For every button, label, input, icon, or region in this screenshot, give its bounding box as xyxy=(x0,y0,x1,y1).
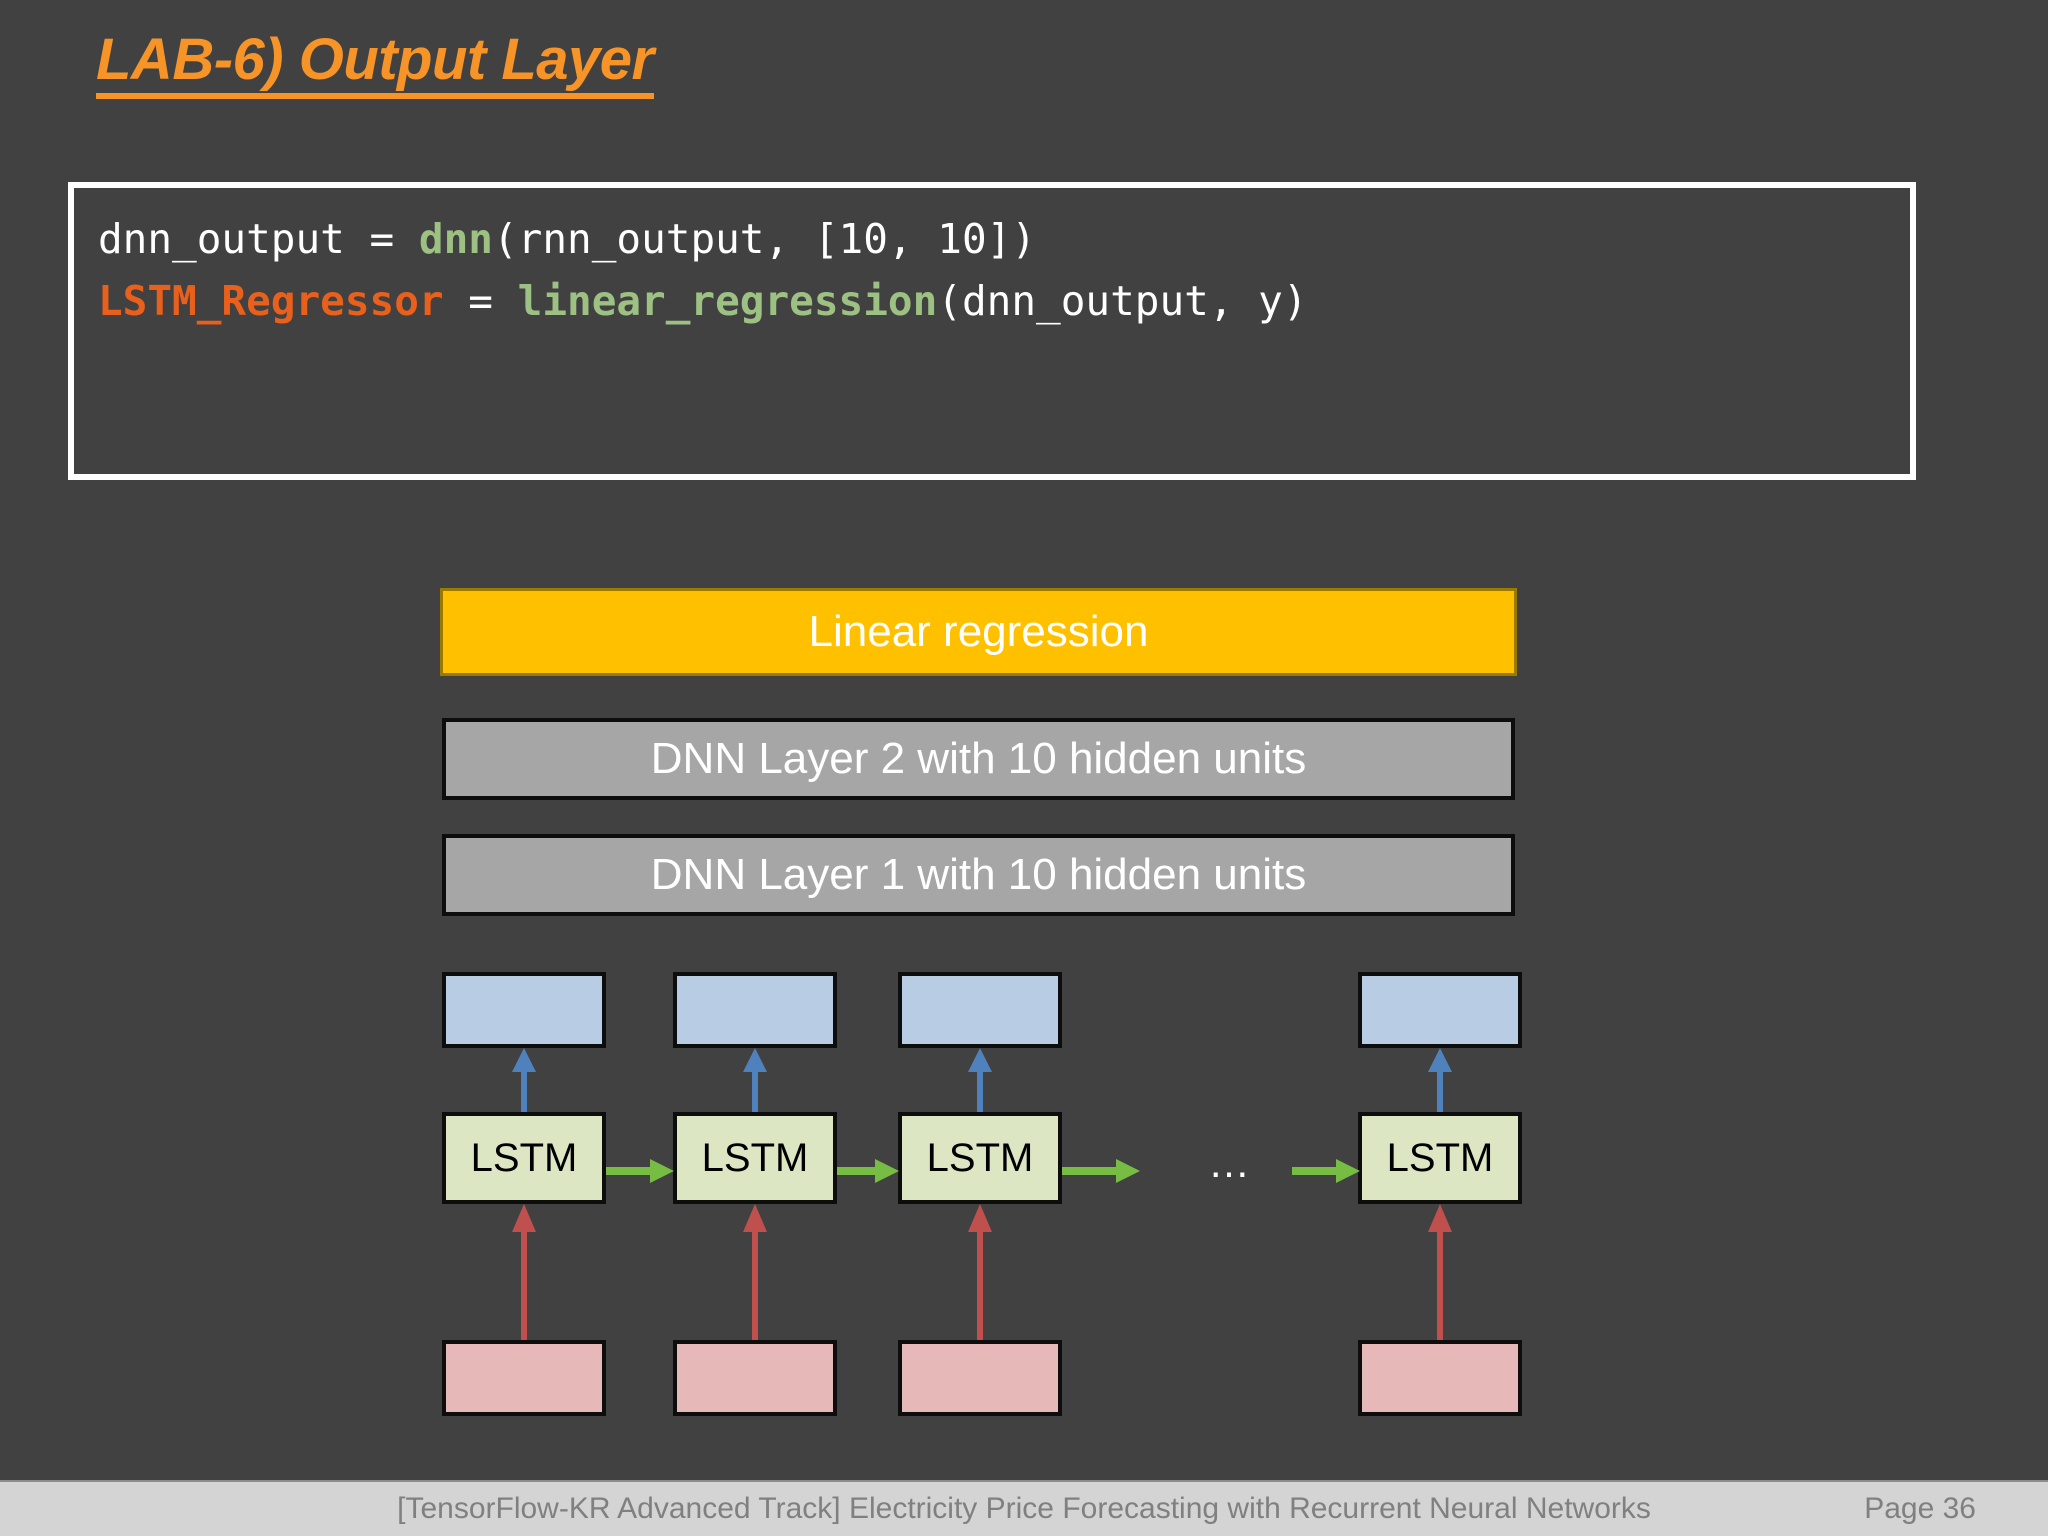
input-box-last xyxy=(1358,1340,1522,1416)
lstm-cell-1: LSTM xyxy=(442,1112,606,1204)
code-token-plain: (dnn_output, y) xyxy=(937,277,1308,325)
output-box-1 xyxy=(442,972,606,1048)
input-box-2 xyxy=(673,1340,837,1416)
output-box-2 xyxy=(673,972,837,1048)
input-arrow-icon-2 xyxy=(743,1204,767,1344)
slide-footer: [TensorFlow-KR Advanced Track] Electrici… xyxy=(0,1480,2048,1536)
input-arrow-icon-1 xyxy=(512,1204,536,1344)
output-box-3 xyxy=(898,972,1062,1048)
band-linear-regression: Linear regression xyxy=(440,588,1517,676)
lstm-cell-last: LSTM xyxy=(1358,1112,1522,1204)
output-arrow-icon-last xyxy=(1428,1048,1452,1116)
input-box-1 xyxy=(442,1340,606,1416)
band-dnn-layer-1: DNN Layer 1 with 10 hidden units xyxy=(442,834,1515,916)
code-token-plain: dnn_output = xyxy=(98,215,419,263)
code-token-function-linear-regression: linear_regression xyxy=(517,277,938,325)
recurrent-arrow-icon-3 xyxy=(1062,1159,1140,1183)
lstm-cell-3: LSTM xyxy=(898,1112,1062,1204)
output-arrow-icon-2 xyxy=(743,1048,767,1116)
ellipsis-label: … xyxy=(1208,1139,1250,1186)
recurrent-arrow-icon-1 xyxy=(606,1159,674,1183)
input-arrow-icon-3 xyxy=(968,1204,992,1344)
footer-page-number: Page 36 xyxy=(1864,1492,1976,1525)
footer-title: [TensorFlow-KR Advanced Track] Electrici… xyxy=(397,1492,1651,1525)
output-arrow-icon-3 xyxy=(968,1048,992,1116)
recurrent-arrow-icon-2 xyxy=(837,1159,899,1183)
code-block: dnn_output = dnn(rnn_output, [10, 10]) L… xyxy=(68,182,1916,480)
input-arrow-icon-last xyxy=(1428,1204,1452,1344)
code-token-function-dnn: dnn xyxy=(418,215,493,263)
lstm-cell-2: LSTM xyxy=(673,1112,837,1204)
recurrent-arrow-icon-4 xyxy=(1292,1159,1360,1183)
code-line-2: LSTM_Regressor = linear_regression(dnn_o… xyxy=(98,270,1886,332)
input-box-3 xyxy=(898,1340,1062,1416)
output-arrow-icon-1 xyxy=(512,1048,536,1116)
code-token-plain: (rnn_output, [10, 10]) xyxy=(492,215,1037,263)
code-token-variable-lstm-regressor: LSTM_Regressor xyxy=(98,277,444,325)
band-dnn-layer-2: DNN Layer 2 with 10 hidden units xyxy=(442,718,1515,800)
output-box-last xyxy=(1358,972,1522,1048)
page-title: LAB-6) Output Layer xyxy=(96,29,654,99)
code-token-plain: = xyxy=(443,277,518,325)
code-line-1: dnn_output = dnn(rnn_output, [10, 10]) xyxy=(98,208,1886,270)
